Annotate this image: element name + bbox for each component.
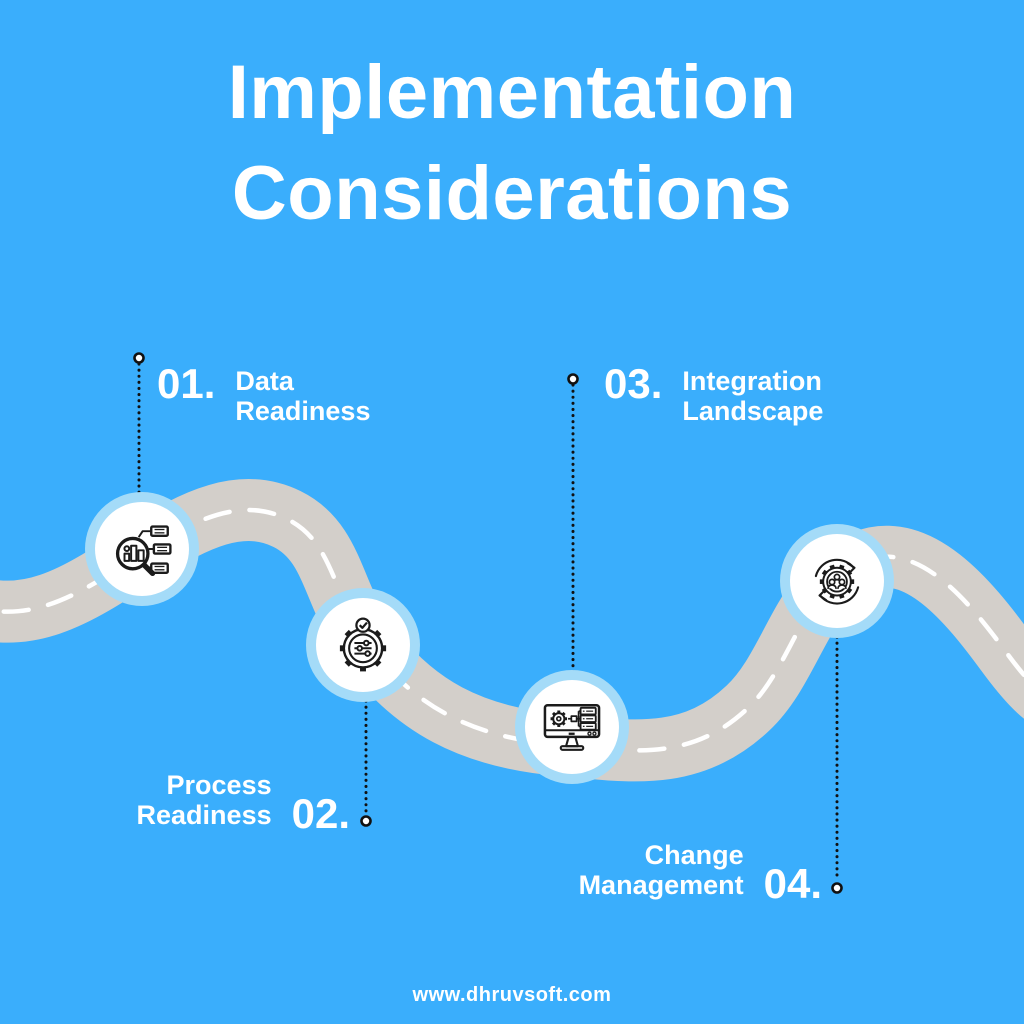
- monitor-gear-servers-icon: [543, 703, 601, 751]
- milestone-3-number: 03.: [604, 360, 663, 407]
- milestone-2-label: Process Readiness: [137, 770, 272, 830]
- milestone-node-2: [306, 588, 420, 702]
- milestone-2-label-line2: Readiness: [136, 800, 272, 831]
- milestone-node-4: [780, 524, 894, 638]
- milestone-4-label-block: Change Management 04.: [579, 840, 822, 905]
- milestone-node-3-circle: [525, 680, 619, 774]
- milestone-1-label-block: 01. Data Readiness: [157, 360, 370, 427]
- milestone-1-label: Data Readiness: [235, 366, 370, 426]
- milestone-node-2-circle: [316, 598, 410, 692]
- milestone-node-3: [515, 670, 629, 784]
- milestone-1-label-line2: Readiness: [235, 396, 371, 427]
- connector-dot-4: [831, 882, 843, 894]
- connector-dot-2: [360, 815, 372, 827]
- milestone-node-4-circle: [790, 534, 884, 628]
- title-line-1: Implementation: [227, 50, 797, 135]
- milestone-node-1-circle: [95, 502, 189, 596]
- milestone-1-number: 01.: [157, 360, 216, 407]
- milestone-4-number: 04.: [763, 860, 822, 908]
- website-url: www.dhruvsoft.com: [412, 984, 612, 1006]
- page-title: Implementation Considerations: [0, 42, 1024, 244]
- milestone-3-label: Integration Landscape: [682, 366, 823, 426]
- milestone-4-label: Change Management: [579, 840, 744, 900]
- connector-dot-3: [567, 373, 579, 385]
- connector-dot-1: [133, 352, 145, 364]
- milestone-2-label-line1: Process: [166, 770, 272, 800]
- gear-people-cycle-arrows-icon: [814, 558, 860, 605]
- milestone-node-1: [85, 492, 199, 606]
- milestone-3-label-line2: Landscape: [682, 396, 824, 427]
- gear-sliders-check-icon: [339, 617, 387, 672]
- milestone-3-label-block: 03. Integration Landscape: [604, 360, 823, 427]
- title-line-2: Considerations: [231, 151, 793, 237]
- milestone-1-label-line1: Data: [235, 366, 294, 396]
- milestone-2-number: 02.: [291, 790, 350, 838]
- milestone-2-label-block: Process Readiness 02.: [137, 770, 350, 835]
- milestone-4-label-line1: Change: [644, 840, 744, 870]
- magnifier-bar-chart-icon: [115, 525, 172, 577]
- milestone-3-label-line1: Integration: [682, 366, 822, 396]
- milestone-4-label-line2: Management: [578, 870, 744, 901]
